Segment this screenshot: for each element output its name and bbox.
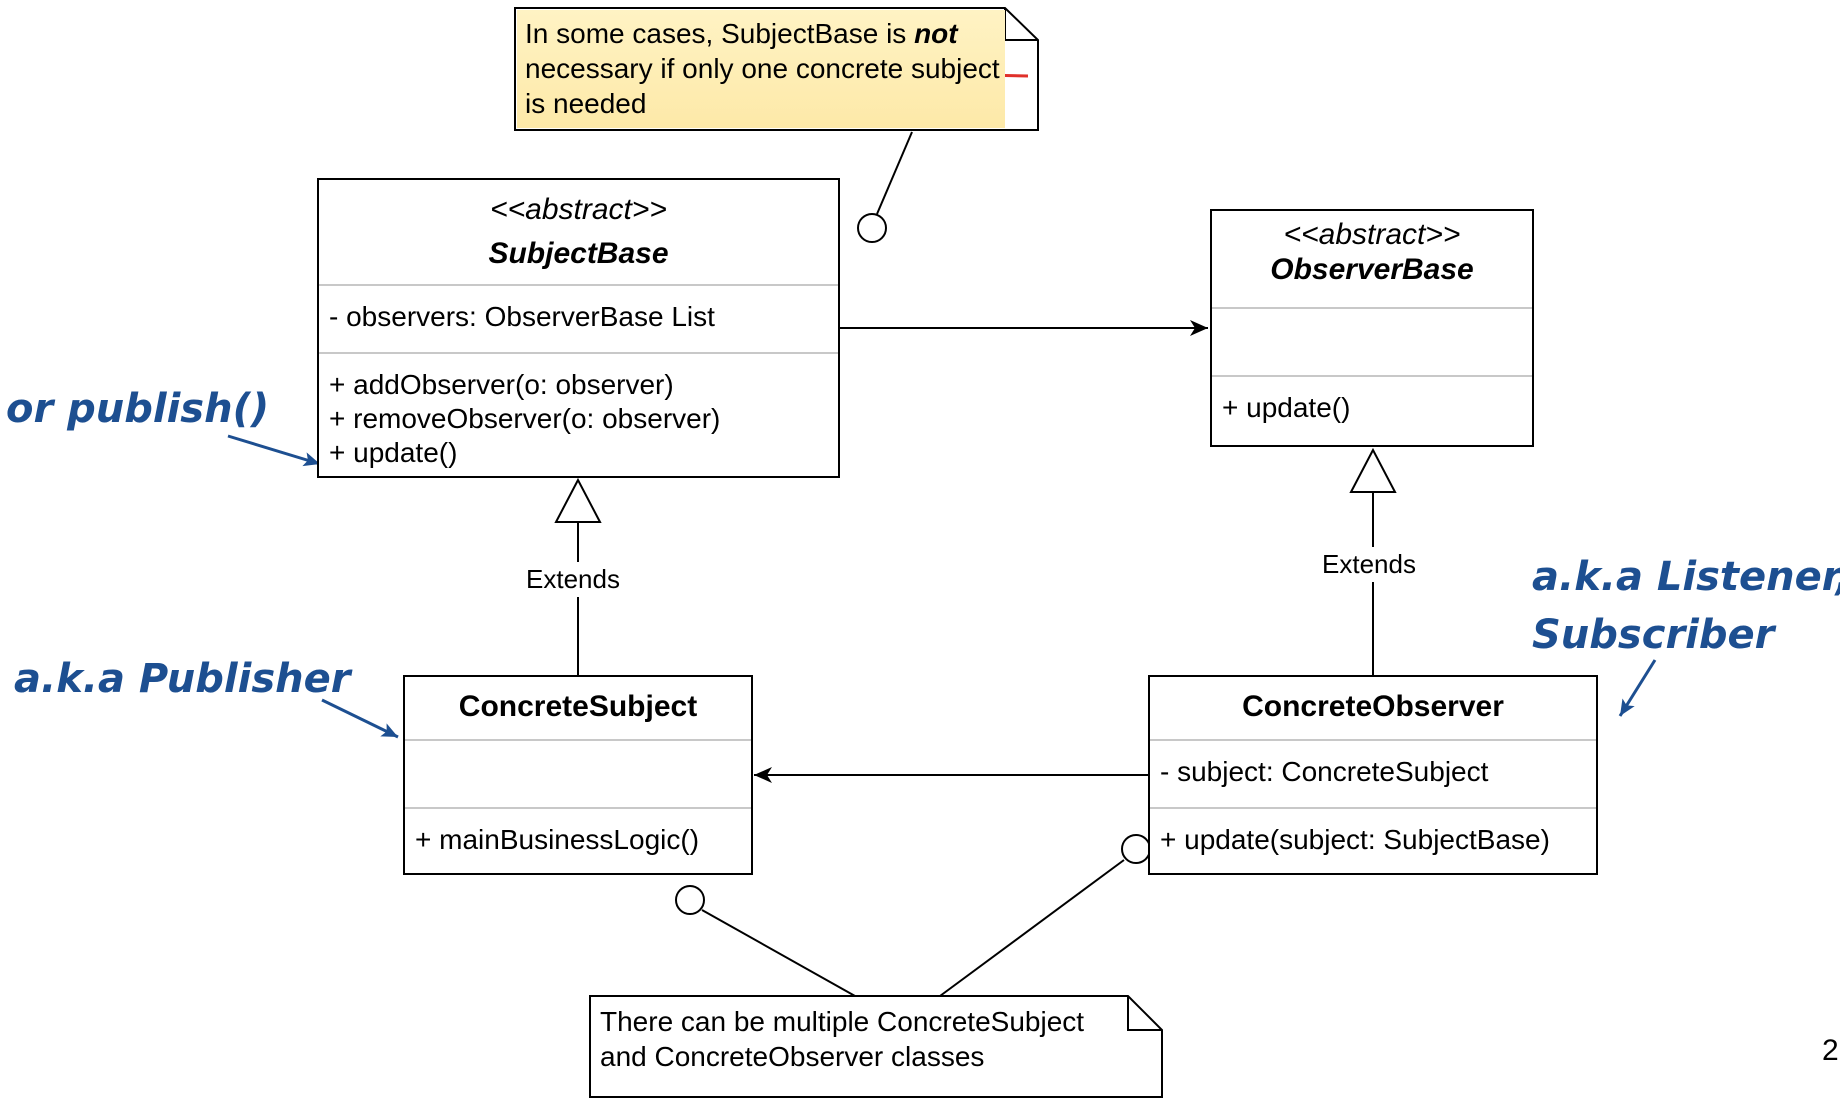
class-concretesubject: ConcreteSubject + mainBusinessLogic() bbox=[403, 675, 753, 875]
subjectbase-method: + removeObserver(o: observer) bbox=[329, 403, 721, 434]
subjectbase-methods: + addObserver(o: observer) + removeObser… bbox=[319, 354, 838, 474]
observerbase-name: ObserverBase bbox=[1270, 253, 1474, 286]
subjectbase-method: + update() bbox=[329, 437, 458, 468]
observerbase-header: <<abstract>> ObserverBase bbox=[1212, 211, 1532, 307]
observerbase-stereotype: <<abstract>> bbox=[1283, 218, 1461, 251]
bottom-note-fold bbox=[1127, 996, 1162, 1031]
class-observerbase: <<abstract>> ObserverBase + update() bbox=[1210, 209, 1534, 447]
bottom-note: There can be multiple ConcreteSubject an… bbox=[592, 998, 1126, 1094]
bottom-note-line-1: There can be multiple ConcreteSubject bbox=[600, 1006, 1085, 1037]
observerbase-attributes bbox=[1212, 309, 1532, 375]
page-number: 2 bbox=[1822, 1034, 1839, 1067]
bottom-note-anchor-circle-left bbox=[675, 885, 705, 915]
top-note-fold bbox=[1004, 8, 1038, 41]
extends-left-triangle bbox=[554, 477, 602, 523]
annotation-listener-line-2: Subscriber bbox=[1532, 612, 1775, 658]
class-subjectbase: <<abstract>> SubjectBase - observers: Ob… bbox=[317, 178, 840, 478]
bottom-note-anchor-circle-right bbox=[1121, 834, 1151, 864]
top-note-line-1: In some cases, SubjectBase is not bbox=[525, 16, 997, 51]
extends-right-triangle bbox=[1349, 447, 1397, 493]
observerbase-methods: + update() bbox=[1212, 377, 1532, 429]
top-note: In some cases, SubjectBase is not necess… bbox=[517, 10, 1005, 128]
subjectbase-method: + addObserver(o: observer) bbox=[329, 369, 674, 400]
annotation-arrow-publisher bbox=[321, 698, 399, 739]
extends-right-label: Extends bbox=[1318, 547, 1420, 582]
bottom-note-line-2: and ConcreteObserver classes bbox=[600, 1041, 985, 1072]
subjectbase-stereotype: <<abstract>> bbox=[490, 193, 667, 226]
top-note-line-3: is needed bbox=[525, 88, 647, 119]
concreteobserver-header: ConcreteObserver bbox=[1150, 677, 1596, 739]
concretesubject-attributes bbox=[405, 741, 751, 807]
annotation-publisher: a.k.a Publisher bbox=[14, 656, 351, 702]
concreteobserver-method: + update(subject: SubjectBase) bbox=[1160, 824, 1550, 855]
top-note-outline bbox=[514, 7, 1039, 131]
subjectbase-attribute: - observers: ObserverBase List bbox=[329, 301, 715, 332]
top-note-line-2: necessary if only one concrete subject bbox=[525, 53, 1000, 84]
concreteobserver-methods: + update(subject: SubjectBase) bbox=[1150, 809, 1596, 861]
top-note-emphasis: not bbox=[914, 18, 958, 49]
bottom-note-connector-right bbox=[939, 859, 1125, 997]
top-note-connector bbox=[876, 131, 913, 215]
top-note-anchor-circle bbox=[857, 213, 887, 243]
concretesubject-name: ConcreteSubject bbox=[458, 690, 698, 723]
concreteobserver-attributes: - subject: ConcreteSubject bbox=[1150, 741, 1596, 807]
concreteobserver-attribute: - subject: ConcreteSubject bbox=[1160, 756, 1489, 787]
concreteobserver-name: ConcreteObserver bbox=[1242, 690, 1504, 723]
subjectbase-attributes: - observers: ObserverBase List bbox=[319, 286, 838, 352]
extends-left-label: Extends bbox=[522, 562, 624, 597]
subjectbase-name: SubjectBase bbox=[488, 237, 669, 270]
bottom-note-outline bbox=[589, 995, 1163, 1098]
annotation-listener-line-1: a.k.a Listener, bbox=[1532, 554, 1840, 600]
subjectbase-header: <<abstract>> SubjectBase bbox=[319, 180, 838, 284]
top-note-text-1: In some cases, SubjectBase is bbox=[525, 18, 915, 49]
annotation-or-publish: or publish() bbox=[6, 386, 270, 432]
concretesubject-method: + mainBusinessLogic() bbox=[415, 824, 700, 855]
bottom-note-connector-left bbox=[701, 909, 856, 997]
annotation-arrow-listener bbox=[1618, 659, 1657, 717]
annotation-arrow-or-publish bbox=[227, 434, 321, 467]
concretesubject-methods: + mainBusinessLogic() bbox=[405, 809, 751, 861]
observerbase-method: + update() bbox=[1222, 392, 1351, 423]
concretesubject-header: ConcreteSubject bbox=[405, 677, 751, 739]
class-concreteobserver: ConcreteObserver - subject: ConcreteSubj… bbox=[1148, 675, 1598, 875]
